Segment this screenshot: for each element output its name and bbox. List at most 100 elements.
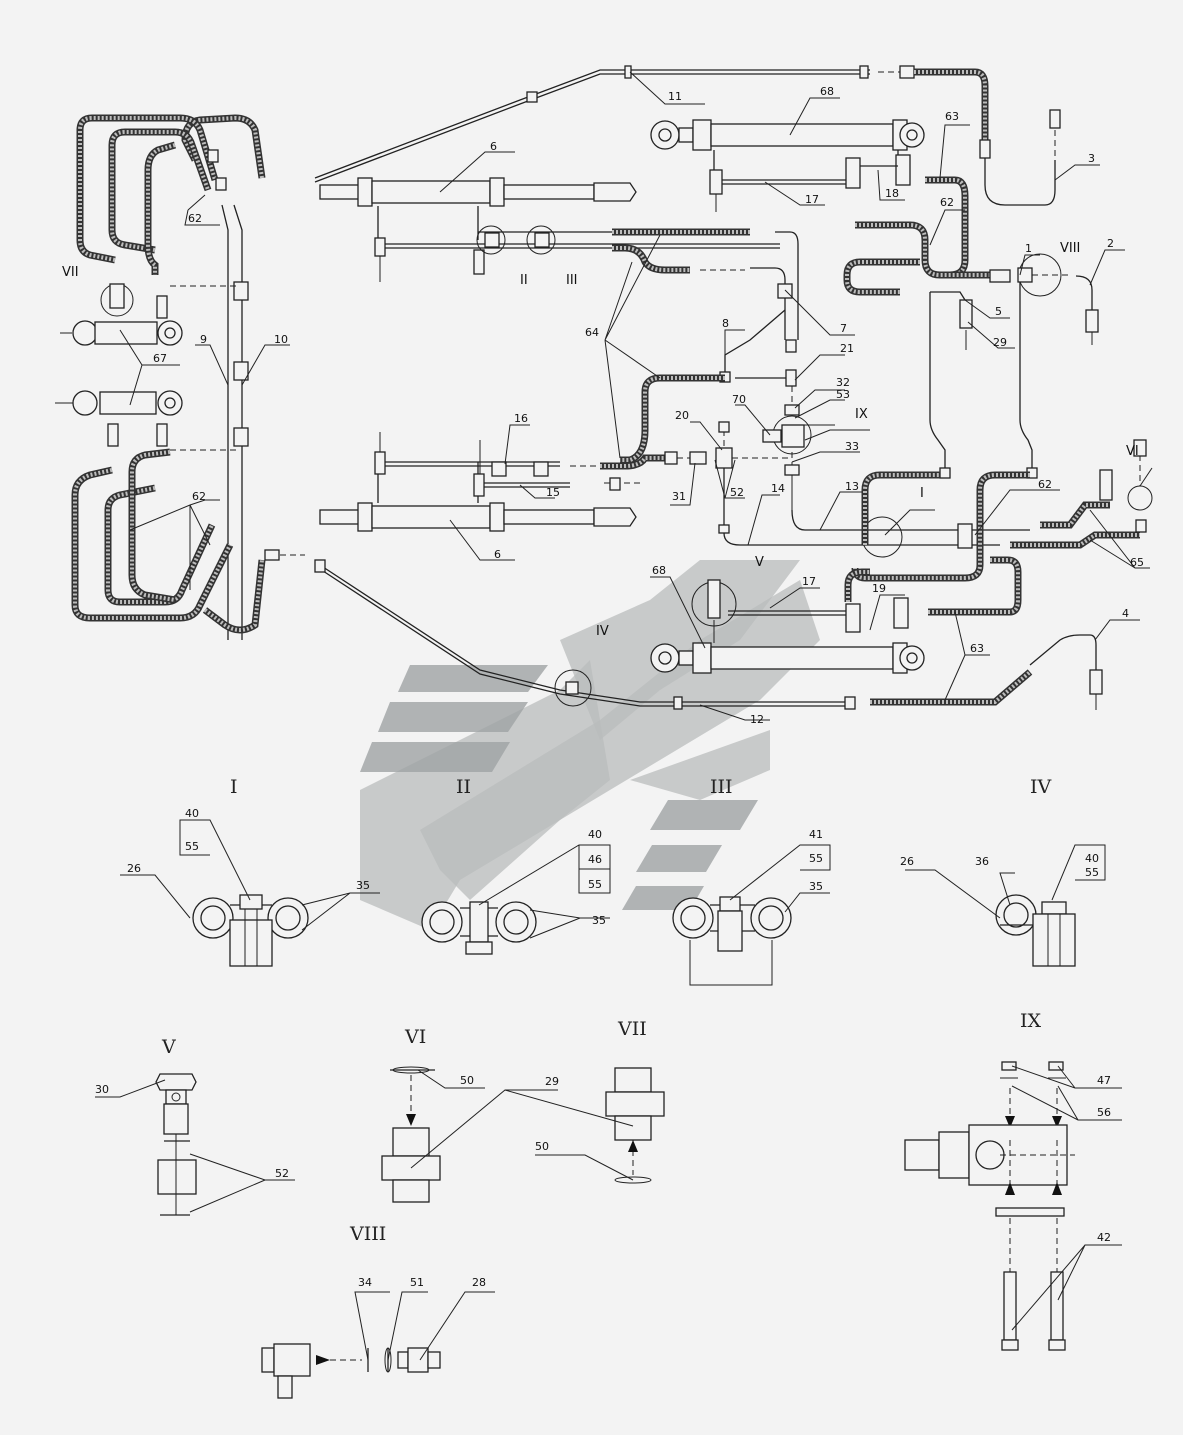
callout-label: 33 — [845, 440, 859, 453]
callout-label: 53 — [836, 388, 850, 401]
view-marker: V — [755, 555, 764, 570]
view-title: II — [456, 776, 471, 798]
callout-label: 29 — [545, 1075, 559, 1088]
callout-label: 62 — [940, 196, 954, 209]
callout-label: 55 — [588, 878, 602, 891]
view-marker: IX — [855, 407, 868, 422]
callout-label: 51 — [410, 1276, 424, 1289]
view-title: IX — [1020, 1010, 1042, 1032]
callout-label: 64 — [585, 326, 599, 339]
detail-view-III — [672, 844, 831, 986]
view-title: III — [710, 776, 733, 798]
callout-label: 1 — [1025, 242, 1032, 255]
callout-label: 65 — [1130, 556, 1144, 569]
detail-view-V — [95, 1073, 295, 1216]
callout-label: 35 — [356, 879, 370, 892]
view-marker: VII — [62, 265, 79, 280]
callout-label: 40 — [1085, 852, 1099, 865]
callout-label: 70 — [732, 393, 746, 406]
callout-label: 40 — [588, 828, 602, 841]
callout-label: 62 — [188, 212, 202, 225]
main-label-group: 11 68 63 3 6 18 17 62 1 2 62 5 29 7 8 64… — [153, 85, 1144, 726]
callout-label: 47 — [1097, 1074, 1111, 1087]
view-marker: VIII — [1060, 241, 1080, 256]
callout-label: 55 — [809, 852, 823, 865]
watermark-logo — [360, 560, 820, 930]
callout-label: 29 — [993, 336, 1007, 349]
view-markers-main: VII VIII II III IX VI I V IV — [62, 241, 1139, 639]
callout-label: 55 — [1085, 866, 1099, 879]
view-title: VIII — [349, 1223, 386, 1245]
callout-label: 32 — [836, 376, 850, 389]
callout-label: 46 — [588, 853, 602, 866]
callout-label: 6 — [494, 548, 501, 561]
callout-label: 50 — [460, 1074, 474, 1087]
callout-label: 26 — [127, 862, 141, 875]
callout-label: 34 — [358, 1276, 372, 1289]
callout-label: 63 — [945, 110, 959, 123]
callout-label: 68 — [820, 85, 834, 98]
schematic-middle — [314, 421, 1153, 710]
callout-label: 67 — [153, 352, 167, 365]
callout-label: 35 — [809, 880, 823, 893]
detail-label-group: 40 55 26 35 40 46 55 35 41 55 35 26 36 4… — [95, 807, 1111, 1289]
detail-view-VIII — [261, 1291, 495, 1399]
callout-label: 40 — [185, 807, 199, 820]
view-title: I — [230, 776, 238, 798]
view-marker: II — [520, 273, 528, 288]
detail-view-IV — [905, 844, 1106, 967]
callout-label: 17 — [805, 193, 819, 206]
callout-label: 28 — [472, 1276, 486, 1289]
callout-label: 16 — [514, 412, 528, 425]
callout-label: 62 — [192, 490, 206, 503]
callout-label: 42 — [1097, 1231, 1111, 1244]
callout-label: 11 — [668, 90, 682, 103]
schematic-left — [55, 114, 305, 640]
detail-view-IX — [904, 1061, 1122, 1351]
callout-label: 41 — [809, 828, 823, 841]
callout-label: 68 — [652, 564, 666, 577]
callout-label: 4 — [1122, 607, 1129, 620]
detail-view-I — [120, 819, 380, 967]
callout-label: 19 — [872, 582, 886, 595]
callout-label: 13 — [845, 480, 859, 493]
callout-label: 62 — [1038, 478, 1052, 491]
callout-label: 26 — [900, 855, 914, 868]
view-marker: III — [566, 273, 578, 288]
callout-label: 10 — [274, 333, 288, 346]
callout-label: 56 — [1097, 1106, 1111, 1119]
callout-label: 18 — [885, 187, 899, 200]
callout-label: 8 — [722, 317, 729, 330]
callout-label: 30 — [95, 1083, 109, 1096]
leader-lines — [119, 71, 1153, 721]
detail-view-VI — [381, 1066, 558, 1203]
view-marker: VI — [1126, 444, 1139, 459]
view-marker: IV — [596, 624, 609, 639]
callout-label: 52 — [275, 1167, 289, 1180]
callout-label: 2 — [1107, 237, 1114, 250]
view-marker: I — [920, 486, 924, 501]
callout-label: 31 — [672, 490, 686, 503]
callout-label: 50 — [535, 1140, 549, 1153]
callout-label: 17 — [802, 575, 816, 588]
detail-view-titles: I II III IV V VI VII VIII IX — [161, 776, 1052, 1245]
callout-label: 35 — [592, 914, 606, 927]
callout-label: 15 — [546, 486, 560, 499]
schematic-top — [314, 65, 1099, 510]
callout-label: 6 — [490, 140, 497, 153]
callout-label: 12 — [750, 713, 764, 726]
callout-label: 7 — [840, 322, 847, 335]
callout-label: 21 — [840, 342, 854, 355]
callout-label: 20 — [675, 409, 689, 422]
callout-label: 5 — [995, 305, 1002, 318]
view-title: VI — [404, 1026, 426, 1048]
callout-label: 63 — [970, 642, 984, 655]
callout-label: 14 — [771, 482, 785, 495]
view-title: IV — [1030, 776, 1052, 798]
callout-label: 52 — [730, 486, 744, 499]
callout-label: 36 — [975, 855, 989, 868]
callout-label: 9 — [200, 333, 207, 346]
detail-view-II — [421, 844, 611, 955]
